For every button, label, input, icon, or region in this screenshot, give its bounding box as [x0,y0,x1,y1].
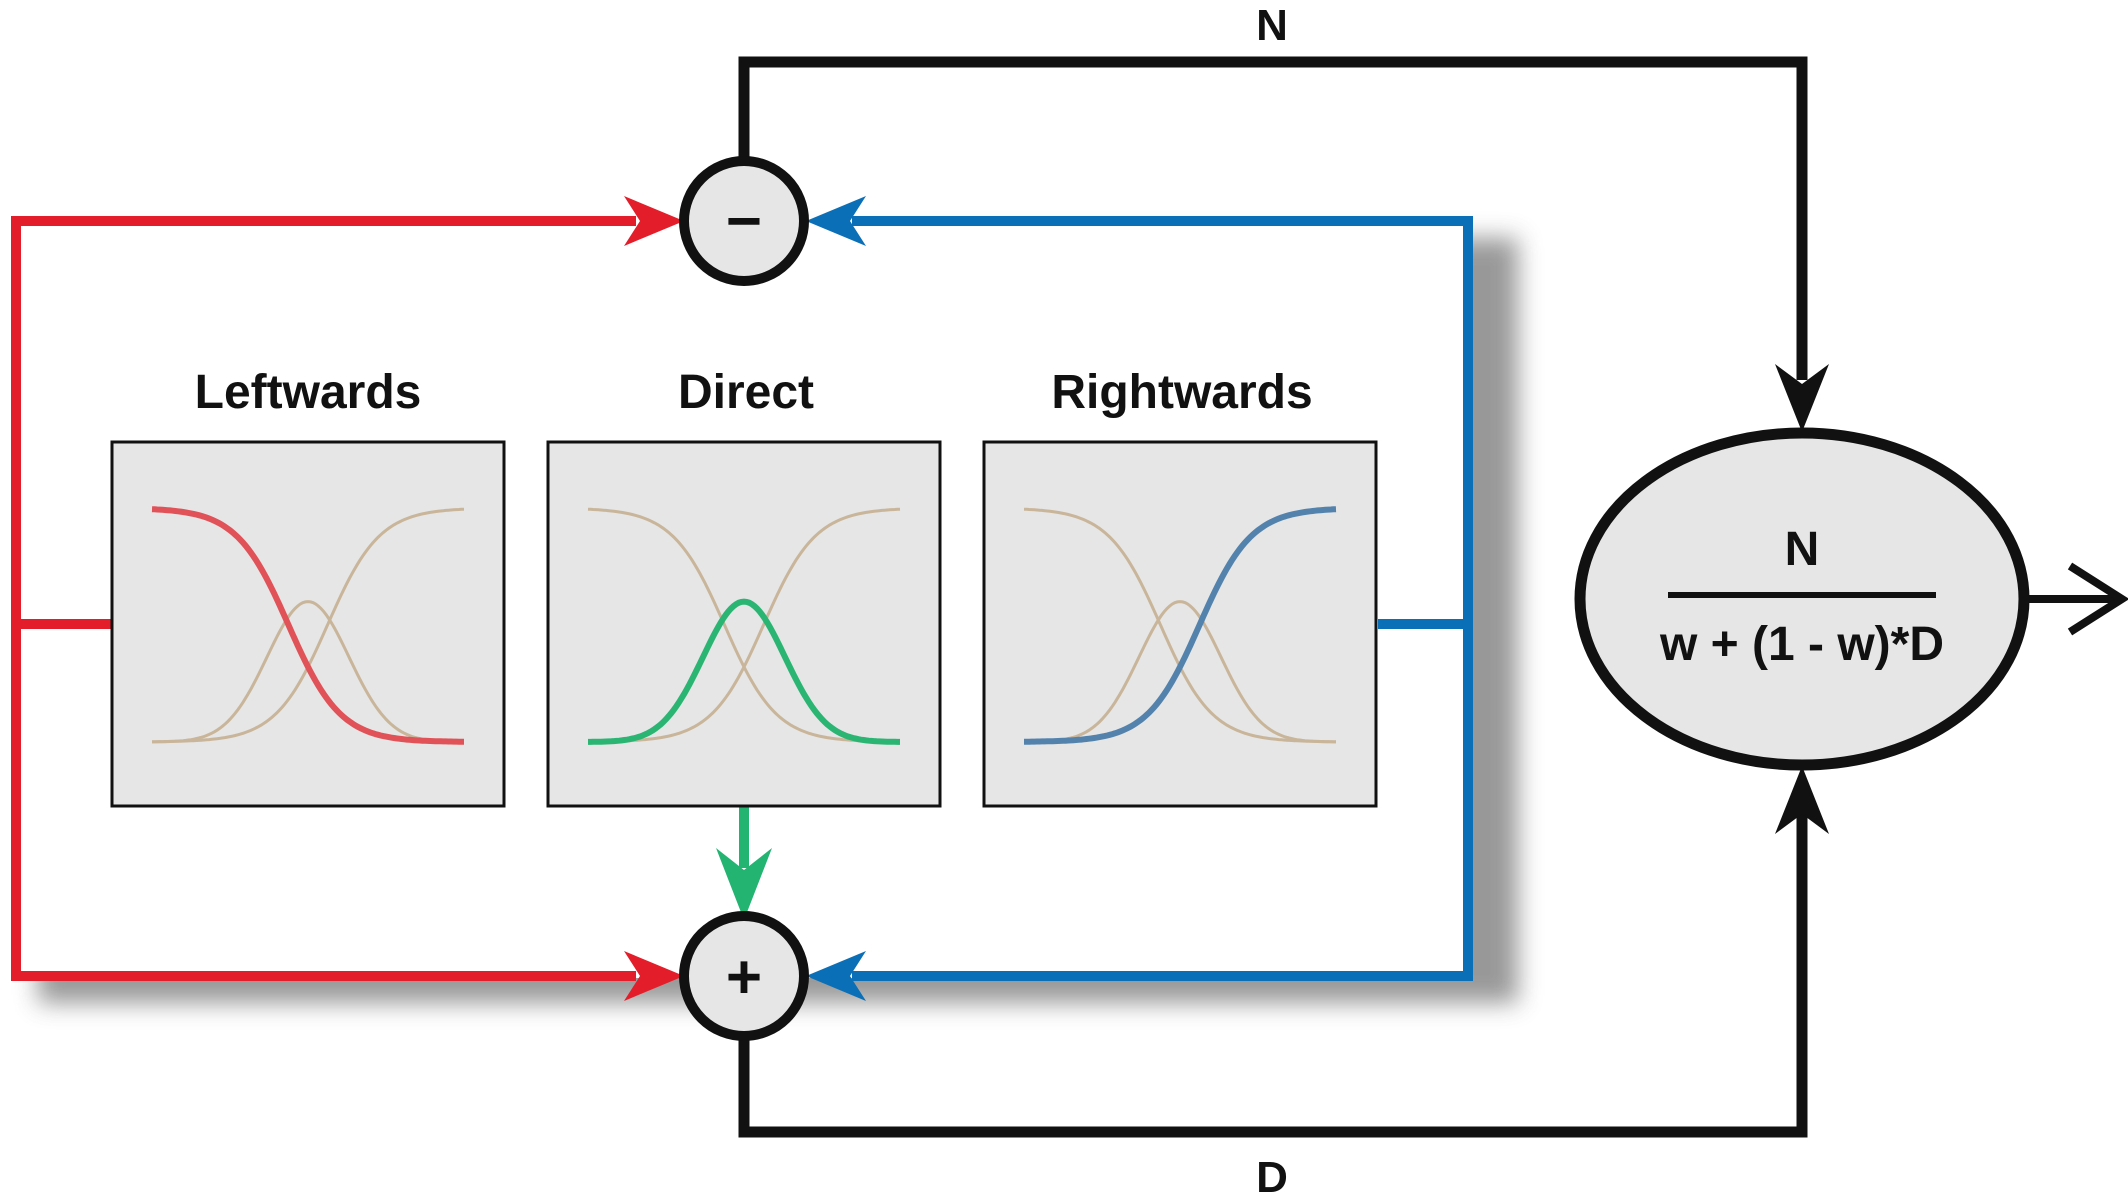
panel-leftwards-title: Leftwards [195,366,422,419]
right-to-subtract-arrowhead [806,196,866,246]
bottom-edge-label: D [1256,1153,1288,1199]
bottom-feed-arrowhead [1775,766,1829,834]
top-feed-line [738,56,1808,380]
bottom-feed-line [738,814,1808,1138]
normalization-node [1574,427,2030,771]
panel-right-curve-center [1024,600,1336,744]
left-to-subtract-arrowhead [624,196,684,246]
subtract-node [679,156,809,286]
panel-direct-title: Direct [678,366,814,419]
left-loop-line [11,216,636,981]
output-arrowhead [2067,562,2128,636]
panel-left-background [110,440,506,808]
panel-rightwards-title: Rightwards [1051,366,1312,419]
panel-left-highlight-curve [151,506,464,745]
panel-direct-curve-right [588,507,901,744]
panel-direct-background [546,440,942,808]
panel-direct-highlight-curve [588,598,900,745]
panel-right-background [982,440,1378,808]
panel-left-curve-center [152,600,464,744]
panel-leftwards [110,440,506,808]
left-to-add-arrowhead [624,951,684,1001]
right-loop-line [852,216,1473,981]
add-node [679,911,809,1041]
direct-feed-arrowhead [716,848,772,920]
top-feed-arrowhead [1775,364,1829,432]
right-to-add-arrowhead [806,951,866,1001]
subtract-symbol: − [726,187,762,256]
panel-right-highlight-curve [1024,506,1337,745]
panel-rightwards [982,440,1378,808]
top-edge-label: N [1256,1,1288,50]
add-symbol: + [726,943,762,1012]
panel-direct [546,440,942,808]
equation-denominator: w + (1 - w)*D [1659,618,1944,671]
equation-numerator: N [1785,523,1820,576]
